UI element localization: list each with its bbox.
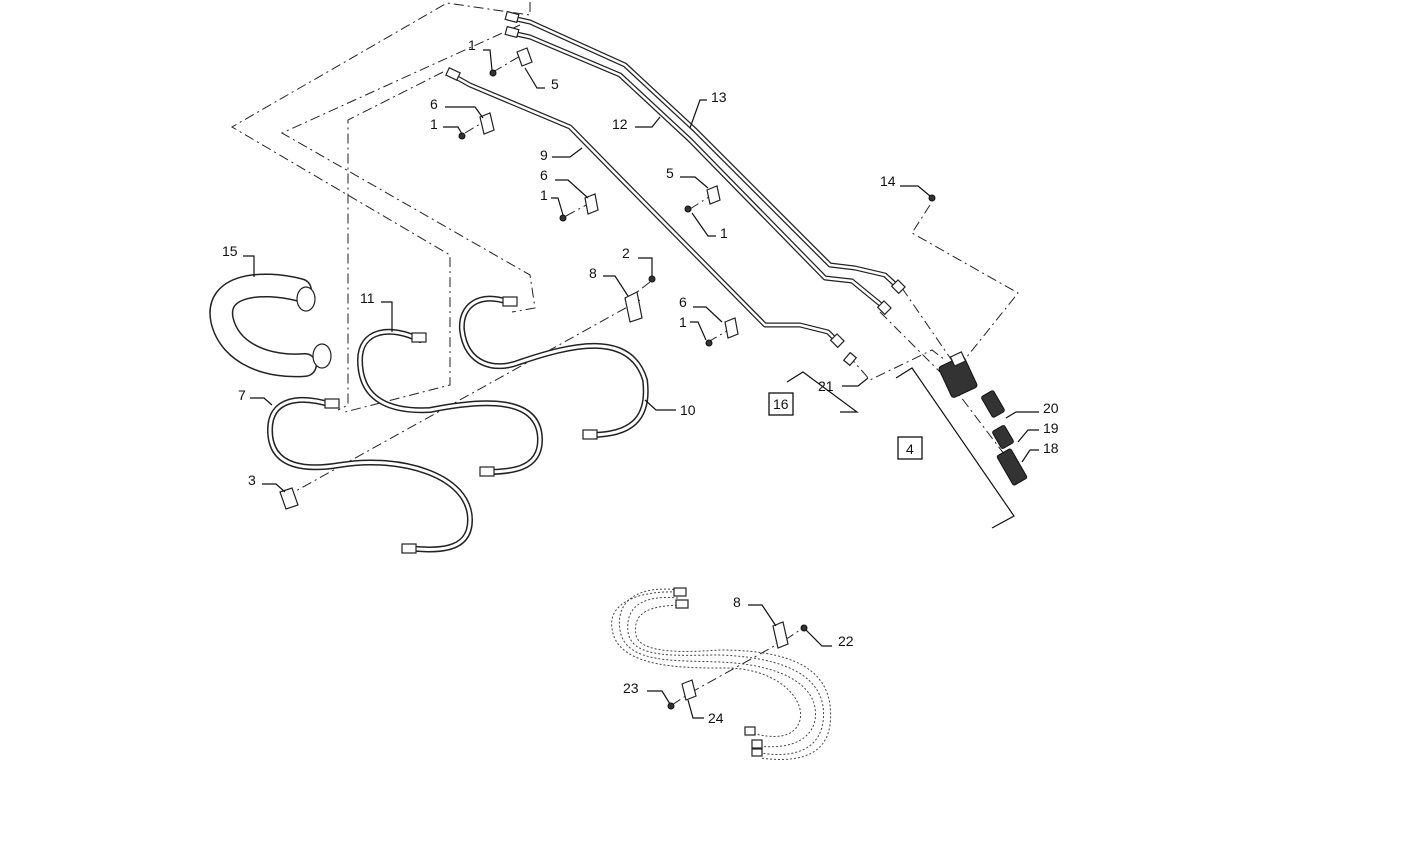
callout-14: 14 <box>880 173 896 189</box>
tube-9 <box>449 72 841 345</box>
callout-21: 21 <box>818 378 834 394</box>
bracket-lines <box>786 367 1015 529</box>
hose-11 <box>356 328 544 477</box>
callout-11: 11 <box>360 290 375 306</box>
tube-12 <box>509 30 888 311</box>
callout-13: 13 <box>711 89 727 105</box>
callout-6: 6 <box>540 167 548 183</box>
callout-box-16 <box>768 392 794 416</box>
callout-1: 1 <box>468 37 476 53</box>
callout-6: 6 <box>679 294 687 310</box>
callout-4: 4 <box>906 441 914 457</box>
callout-1: 1 <box>430 116 438 132</box>
callout-10: 10 <box>680 402 696 418</box>
callout-2: 2 <box>622 245 630 261</box>
callout-22: 22 <box>838 633 854 649</box>
callout-1: 1 <box>540 187 548 203</box>
callout-19: 19 <box>1043 420 1059 436</box>
callout-23: 23 <box>623 680 639 696</box>
hose-10 <box>458 295 649 440</box>
elbow-3 <box>279 487 299 510</box>
callout-6: 6 <box>430 96 438 112</box>
callout-20: 20 <box>1043 400 1059 416</box>
callout-1: 1 <box>720 225 728 241</box>
valve-assembly-4 <box>938 351 1028 486</box>
callout-16: 16 <box>773 396 789 412</box>
callout-8: 8 <box>589 265 597 281</box>
callout-12: 12 <box>612 116 628 132</box>
bracket-8 <box>624 291 643 323</box>
callout-5: 5 <box>551 76 559 92</box>
callout-24: 24 <box>708 710 724 726</box>
callout-labels: 1 5 6 1 12 13 9 6 1 5 1 14 15 2 8 11 6 1… <box>222 37 1059 726</box>
assembly-centerlines <box>231 2 1021 706</box>
hose-7 <box>266 396 474 554</box>
callout-15: 15 <box>222 243 238 259</box>
callout-box-4 <box>897 436 923 460</box>
callout-1: 1 <box>679 314 687 330</box>
hose-15 <box>209 273 332 378</box>
callout-3: 3 <box>248 472 256 488</box>
inset-hose-assembly <box>611 587 832 760</box>
leader-lines <box>243 49 1039 719</box>
callout-18: 18 <box>1043 440 1059 456</box>
callout-7: 7 <box>238 387 246 403</box>
clamps-and-bolts <box>458 47 936 347</box>
callout-8: 8 <box>733 594 741 610</box>
callout-5: 5 <box>666 165 674 181</box>
tube-13 <box>509 15 901 290</box>
callout-9: 9 <box>540 147 548 163</box>
tube-end-fittings <box>445 10 906 367</box>
